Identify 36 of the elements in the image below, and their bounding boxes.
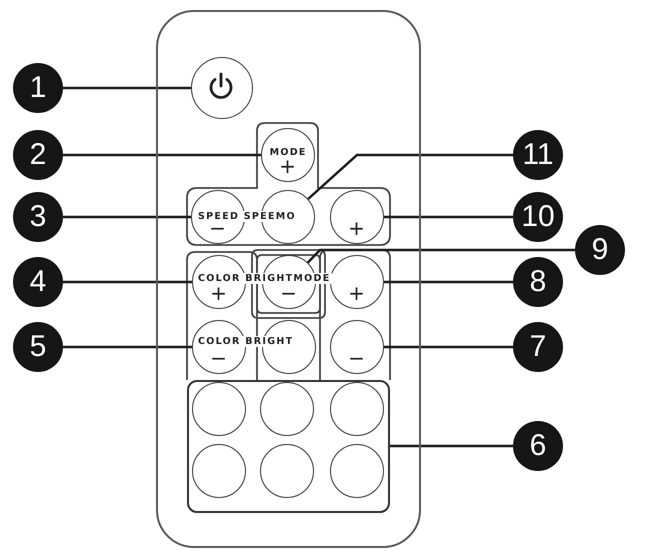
button-label: SPEED SPEEMO	[197, 211, 297, 222]
leader-line	[306, 248, 575, 264]
leader-line	[384, 216, 513, 218]
button-label: COLOR BRIGHTMODE	[197, 273, 332, 284]
plus-button: +	[330, 190, 384, 244]
mode-plus-button: MODE +	[260, 128, 314, 182]
button-label: COLOR BRIGHT	[197, 336, 294, 347]
round-button	[192, 382, 246, 436]
callout-number: 5	[13, 322, 63, 372]
callout-number: 2	[13, 130, 63, 180]
callout-number: 6	[513, 421, 563, 471]
callout-number: 10	[513, 192, 563, 242]
round-button	[330, 382, 384, 436]
plus-button: +	[330, 254, 384, 308]
callout-number: 1	[13, 63, 63, 113]
leader-line	[63, 280, 192, 284]
leader-line	[390, 444, 513, 448]
leader-line	[384, 280, 513, 284]
minus-button: −	[330, 320, 384, 374]
callout-number: 8	[513, 257, 563, 307]
round-button	[260, 382, 314, 436]
leader-line	[63, 216, 191, 218]
round-button	[260, 444, 314, 498]
callout-number: 3	[13, 192, 63, 242]
callout-number: 9	[575, 225, 625, 275]
remote-body	[156, 10, 421, 548]
callout-number: 4	[13, 257, 63, 307]
round-button	[330, 444, 384, 498]
round-button	[192, 444, 246, 498]
keypad-panel	[186, 380, 390, 512]
leader-line	[63, 86, 191, 90]
leader-line	[63, 154, 261, 156]
leader-line	[63, 346, 192, 348]
callout-number: 7	[513, 322, 563, 372]
callout-number: 11	[513, 130, 563, 180]
leader-line	[384, 346, 513, 348]
